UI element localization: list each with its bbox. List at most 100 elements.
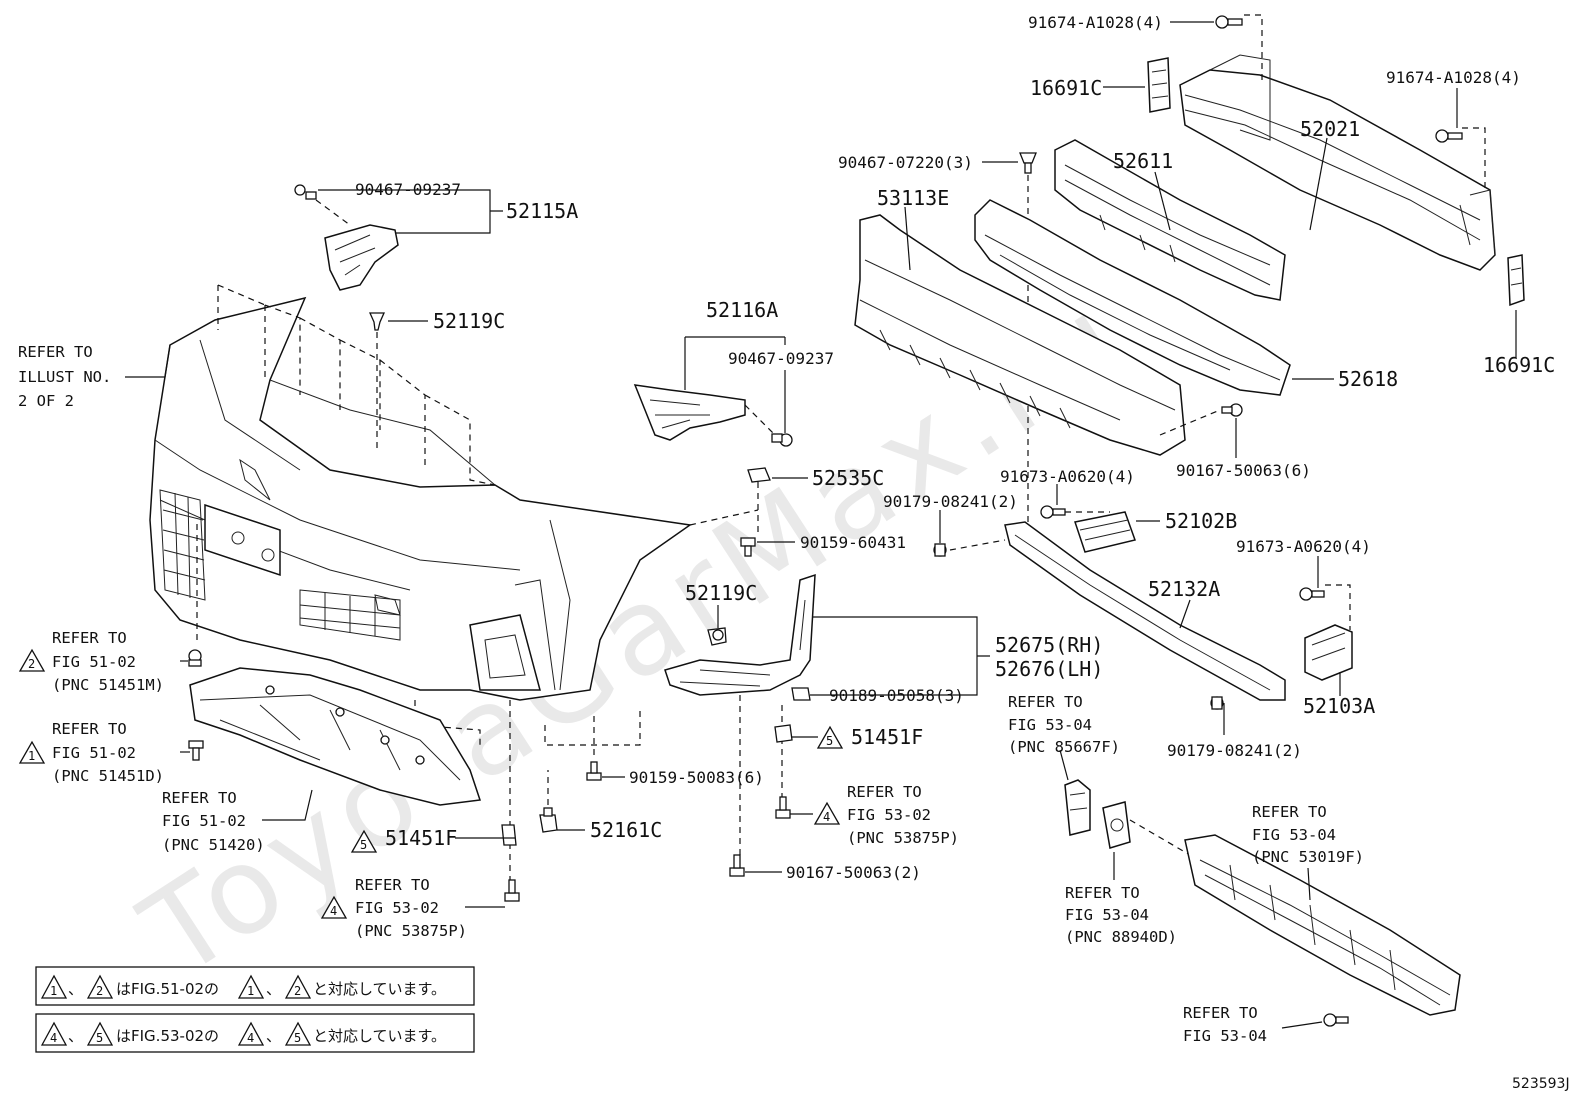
triangle-num-5-right: 5: [826, 734, 833, 748]
ref-illust-line1: REFER TO: [18, 343, 93, 361]
ref-5304-line1: REFER TO: [1183, 1004, 1258, 1022]
note2-tri-d: 5: [294, 1031, 301, 1045]
label-90167-50063-6: 90167-50063(6): [1176, 461, 1311, 480]
bolt-91674-a1028-top: [1215, 15, 1243, 29]
screw-51451d: [188, 740, 204, 761]
ref-5304-line2: FIG 53-04: [1183, 1027, 1267, 1045]
label-52618: 52618: [1338, 367, 1398, 391]
clip-52119c-upper: [368, 312, 386, 331]
ref-88940d-line2: FIG 53-04: [1065, 906, 1149, 924]
label-52675: 52675(RH): [995, 633, 1103, 657]
nut-90179-08241-a: [933, 543, 947, 557]
triangle-num-2: 2: [28, 657, 35, 671]
clip-51451m: [188, 649, 202, 667]
ref-51420-line1: REFER TO: [162, 789, 237, 807]
clip-90189-05058: [791, 687, 811, 701]
label-53113e: 53113E: [877, 186, 949, 210]
bolt-91673-a0620-b: [1299, 587, 1325, 601]
ref-88940d-line1: REFER TO: [1065, 884, 1140, 902]
ref-illust-line2: ILLUST NO.: [18, 368, 111, 386]
label-91674-a1028-top: 91674-A1028(4): [1028, 13, 1163, 32]
absorber-52618: [974, 199, 1291, 396]
clip-90467-09237-left: [294, 184, 317, 200]
ref-53875p-b-line2: FIG 53-02: [847, 806, 931, 824]
note2-end: と対応しています。: [313, 1027, 446, 1045]
ref-53875p-a-line3: (PNC 53875P): [355, 922, 467, 940]
engine-under-cover: [189, 667, 482, 806]
ref-53875p-a-line2: FIG 53-02: [355, 899, 439, 917]
ref-51451d-line1: REFER TO: [52, 720, 127, 738]
label-51451f-b: 51451F: [385, 826, 457, 850]
triangle-marker-5-right: [816, 725, 844, 749]
bolt-91674-a1028-right: [1435, 129, 1463, 143]
label-52021: 52021: [1300, 117, 1360, 141]
ref-51451m-line3: (PNC 51451M): [52, 676, 164, 694]
triangle-marker-5-left: [350, 829, 378, 853]
ref-51451m-line2: FIG 51-02: [52, 653, 136, 671]
triangle-num-4-right: 4: [823, 810, 830, 824]
label-90179-08241-a: 90179-08241(2): [883, 492, 1018, 511]
grille-53019f: [1184, 834, 1461, 1016]
leader-lines: [125, 21, 1517, 1029]
label-52161c: 52161C: [590, 818, 662, 842]
label-90179-08241-b: 90179-08241(2): [1167, 741, 1302, 760]
bolt-91673-a0620-a: [1040, 505, 1066, 519]
label-16691c-right: 16691C: [1483, 353, 1555, 377]
bolt-53-04: [1323, 1013, 1349, 1027]
ref-53019f-line2: FIG 53-04: [1252, 826, 1336, 844]
screw-90167-50063: [1221, 403, 1243, 417]
label-52132a: 52132A: [1148, 577, 1220, 601]
reinforcement-52132a: [1004, 521, 1286, 701]
screw-53875p-right: [775, 796, 791, 819]
label-90467-09237-b: 90467-09237: [728, 349, 834, 368]
triangle-num-4-left: 4: [330, 904, 337, 918]
label-90159-60431: 90159-60431: [800, 533, 906, 552]
label-52119c-a: 52119C: [433, 309, 505, 333]
label-91673-a0620-b: 91673-A0620(4): [1236, 537, 1371, 556]
clip-52535c: [747, 467, 771, 483]
label-16691c-top: 16691C: [1030, 76, 1102, 100]
clip-52119c-lower: [707, 627, 727, 646]
note2-tri-c: 4: [247, 1031, 254, 1045]
block-16691c-top: [1147, 57, 1171, 113]
bracket-88940d: [1102, 801, 1131, 849]
ref-85667f-line2: FIG 53-04: [1008, 716, 1092, 734]
label-52102b: 52102B: [1165, 509, 1237, 533]
block-16691c-right: [1507, 254, 1525, 307]
ref-51451d-line3: (PNC 51451D): [52, 767, 164, 785]
bracket-52116a: [633, 384, 746, 441]
absorber-53113e: [854, 214, 1186, 456]
note1-sep2: 、: [266, 980, 281, 998]
clip-90467-09237-right: [771, 433, 793, 447]
note1-sep: 、: [68, 980, 83, 998]
part-labels: 91674-A1028(4) 16691C 91674-A1028(4) 520…: [355, 13, 1555, 882]
label-52611: 52611: [1113, 149, 1173, 173]
note1-tri-d: 2: [294, 984, 301, 998]
note2-sep2: 、: [266, 1027, 281, 1045]
note-box-1: 1 、 2 はFIG.51-02の 1 、 2 と対応しています。: [35, 966, 475, 1006]
label-90159-50083: 90159-50083(6): [629, 768, 764, 787]
screw-90167-50063-2: [729, 854, 745, 877]
ref-53875p-b-line3: (PNC 53875P): [847, 829, 959, 847]
label-52676: 52676(LH): [995, 657, 1103, 681]
label-52119c-b: 52119C: [685, 581, 757, 605]
clip-90467-07220: [1019, 152, 1037, 174]
note1-tri-b: 2: [96, 984, 103, 998]
note2-mid: はFIG.53-02の: [116, 1027, 219, 1045]
ref-51420-line3: (PNC 51420): [162, 836, 265, 854]
ref-88940d-line3: (PNC 88940D): [1065, 928, 1177, 946]
bracket-52102b: [1074, 511, 1136, 553]
note2-tri-b: 5: [96, 1031, 103, 1045]
clip-52161c: [539, 807, 558, 833]
label-51451f-a: 51451F: [851, 725, 923, 749]
label-91674-a1028-right: 91674-A1028(4): [1386, 68, 1521, 87]
bracket-52103a: [1304, 624, 1353, 681]
bumper-cover-illustration: [149, 296, 692, 701]
note2-tri-a: 4: [50, 1031, 57, 1045]
reference-notes: REFER TO ILLUST NO. 2 OF 2 2 REFER TO FI…: [18, 343, 1364, 1045]
note1-end: と対応しています。: [313, 980, 446, 998]
diagram-code: 523593J: [1512, 1076, 1570, 1092]
note-box-2: 4 、 5 はFIG.53-02の 4 、 5 と対応しています。: [35, 1013, 475, 1053]
note1-tri-c: 1: [247, 984, 254, 998]
